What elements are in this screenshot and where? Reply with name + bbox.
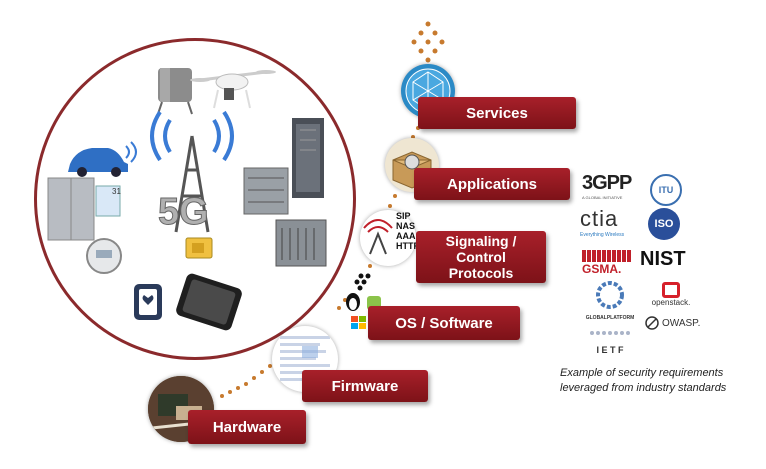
protocol-http: HTTP <box>396 241 420 251</box>
smart-fridge-icon: 31 <box>47 177 121 241</box>
logo-ctia: ctia Everything Wireless <box>580 206 625 238</box>
connected-car-icon <box>68 141 137 177</box>
baseband-unit-icon <box>243 167 289 215</box>
standards-caption: Example of security requirements leverag… <box>560 367 727 394</box>
layer-label-applications: Applications <box>414 168 570 200</box>
layer-label-hardware: Hardware <box>188 410 306 444</box>
smartphone-icon <box>176 273 242 331</box>
sim-card-icon <box>185 237 213 259</box>
smart-meter-icon <box>86 238 122 274</box>
layer-label-services: Services <box>418 97 576 129</box>
logo-iso: ISO <box>648 208 680 240</box>
device-circle <box>34 38 356 360</box>
protocol-sip: SIP <box>396 211 411 221</box>
logo-globalplatform: GLOBALPLATFORM <box>580 280 640 322</box>
signaling-protocols-icon <box>360 210 416 266</box>
logo-3gpp: 3GPP A GLOBAL INITIATIVE <box>582 172 632 200</box>
logo-openstack: openstack. <box>646 282 696 307</box>
protocol-nas: NAS <box>396 221 416 231</box>
calendar-number: 31 <box>112 187 121 196</box>
layer-label-os-software: OS / Software <box>368 306 520 340</box>
router-chassis-icon <box>275 219 327 267</box>
layer-label-signaling: Signaling / Control Protocols <box>416 231 546 283</box>
drone-icon <box>190 70 276 109</box>
logo-itu: ITU <box>650 174 682 206</box>
logo-owasp: OWASP. <box>644 315 704 331</box>
protocol-aaa: AAA <box>396 231 416 241</box>
5g-tower-icon: 5G <box>150 110 234 234</box>
layer-label-firmware: Firmware <box>302 370 428 402</box>
logo-gsma: GSMA. <box>582 250 632 276</box>
logo-ietf: I E T F <box>580 326 640 355</box>
smartwatch-icon <box>134 284 162 320</box>
logo-nist: NIST <box>640 248 686 270</box>
device-illustrations: 31 5G <box>47 68 327 331</box>
server-rack-icon <box>292 118 324 198</box>
protocol-list: SIP NAS AAA HTTP <box>396 211 426 251</box>
5g-badge: 5G <box>158 191 209 233</box>
